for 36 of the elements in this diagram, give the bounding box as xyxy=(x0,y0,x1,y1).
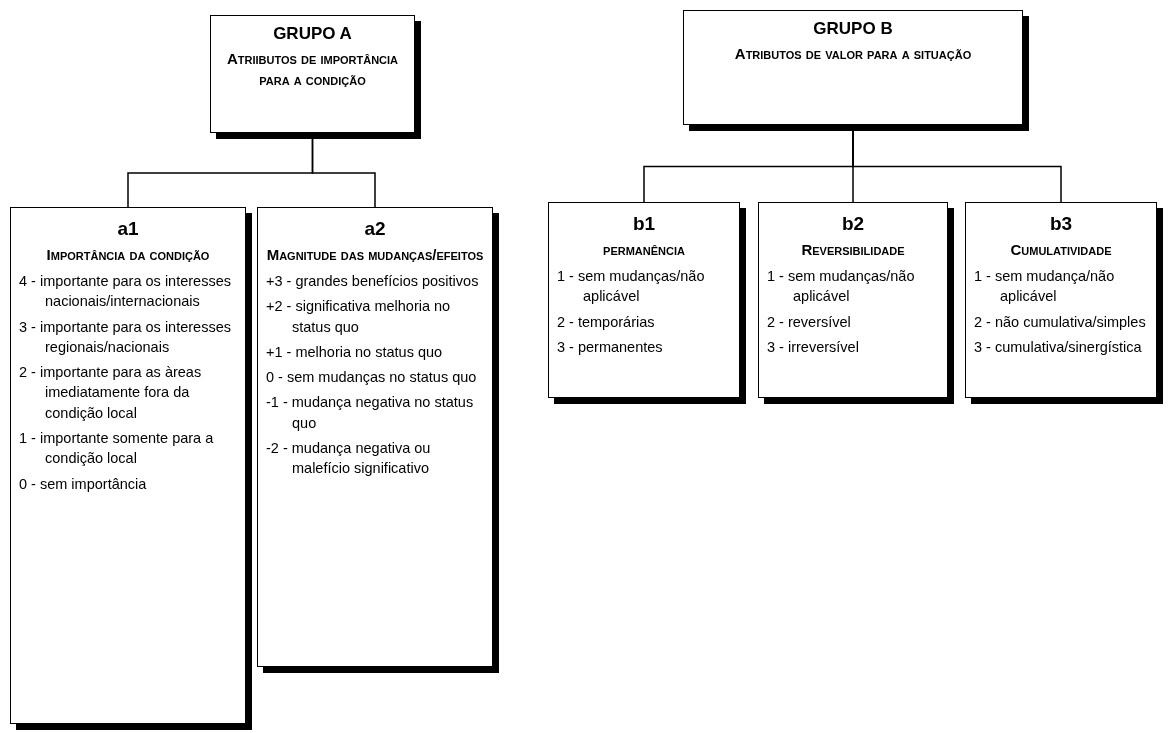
scale-item: 2 - temporárias xyxy=(557,312,656,332)
box-title: b3 xyxy=(1048,213,1074,235)
box-title: GRUPO A xyxy=(272,24,353,44)
scale-item: +1 - melhoria no status quo xyxy=(266,342,444,362)
scale-item: 3 - irreversível xyxy=(767,337,860,357)
box-heading: Atributos de valor para a situação xyxy=(733,44,973,64)
scale-item: 4 - importante para os interesses nacionais/internacionais xyxy=(19,272,232,312)
scale-item: 1 - sem mudanças/não aplicável xyxy=(557,267,706,307)
box-heading: permanência xyxy=(602,240,686,260)
scale-item: 3 - importante para os interesses regionais/nacionais xyxy=(19,317,232,357)
box-title: GRUPO B xyxy=(812,19,894,39)
box-title: a2 xyxy=(363,218,387,240)
box-heading: Cumulatividade xyxy=(1009,240,1113,260)
scale-item: -2 - mudança negativa ou malefício significativo xyxy=(266,439,432,479)
connector-line xyxy=(852,130,1062,203)
scale-item: 0 - sem mudanças no status quo xyxy=(266,368,478,388)
scale-item: -1 - mudança negativa no status quo xyxy=(266,393,475,433)
scale-item: +2 - significativa melhoria no status quo xyxy=(266,297,452,337)
box-heading: Atriibutos de importância para a condição xyxy=(225,49,400,90)
scale-item: +3 - grandes benefícios positivos xyxy=(266,272,480,291)
scale-item: 1 - sem mudanças/não aplicável xyxy=(767,267,916,307)
box-title: a1 xyxy=(116,218,140,240)
scale-item: 3 - permanentes xyxy=(557,337,664,357)
scale-item: 2 - importante para as àreas imediatamente fora da condição local xyxy=(19,363,203,423)
box-title: b2 xyxy=(840,213,866,235)
box-heading: Reversibilidade xyxy=(800,240,906,260)
scale-item: 1 - sem mudança/não aplicável xyxy=(974,267,1116,307)
scale-item: 1 - importante somente para a condição local xyxy=(19,429,215,469)
scale-item: 0 - sem importância xyxy=(19,474,148,494)
scale-item: 3 - cumulativa/sinergística xyxy=(974,337,1143,357)
box-heading: Importância da condição xyxy=(45,245,211,265)
scale-item: 2 - reversível xyxy=(767,312,852,332)
connector-line xyxy=(311,138,376,208)
box-heading: Magnitude das mudanças/efeitos xyxy=(266,245,484,265)
scale-item: 2 - não cumulativa/simples xyxy=(974,312,1147,332)
box-title: b1 xyxy=(631,213,657,235)
